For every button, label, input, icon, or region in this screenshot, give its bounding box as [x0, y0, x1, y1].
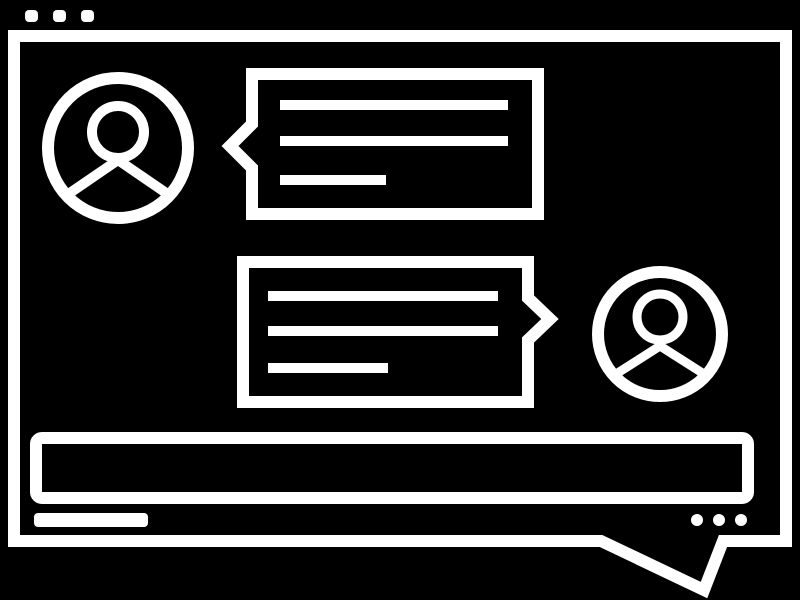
message-text-lines [280, 100, 508, 185]
bottom-left-bar [34, 513, 148, 527]
message-input-bar[interactable] [30, 432, 754, 504]
window-control-dot[interactable] [81, 10, 94, 22]
message-text-lines [268, 291, 498, 373]
avatar-body [61, 153, 175, 202]
message-right [237, 256, 559, 408]
avatar-circle [42, 72, 194, 224]
options-dot[interactable] [713, 514, 725, 526]
chat-window-frame [8, 30, 792, 599]
avatar-head [87, 101, 149, 163]
avatar-circle [592, 266, 728, 402]
speech-bubble-right [237, 256, 559, 408]
more-options-dots[interactable] [691, 514, 747, 526]
avatar-head [632, 289, 688, 345]
window-control-dot[interactable] [25, 10, 38, 22]
options-dot[interactable] [735, 514, 747, 526]
window-control-dot[interactable] [53, 10, 66, 22]
left-user-avatar [42, 72, 194, 224]
right-user-avatar [592, 266, 728, 402]
options-dot[interactable] [691, 514, 703, 526]
avatar-body [613, 340, 707, 378]
speech-bubble-left [221, 68, 544, 220]
message-left [221, 68, 544, 220]
window-titlebar-dots [25, 10, 94, 22]
